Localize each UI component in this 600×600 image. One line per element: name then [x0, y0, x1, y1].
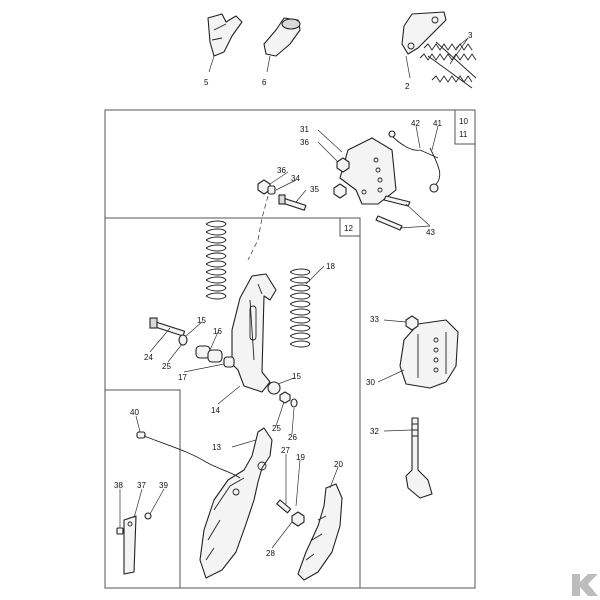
part-24-bolt [149, 317, 186, 337]
callout-3: 3 [468, 31, 473, 40]
part-39-rivet [144, 512, 152, 520]
callout-10: 10 [459, 117, 468, 126]
part-38-screw [116, 527, 124, 535]
part-40-cable [143, 435, 241, 479]
frame-label-box-12 [339, 217, 361, 237]
part-6-shoe-tip [263, 17, 301, 57]
part-35-bolt [278, 194, 307, 211]
callout-25-right: 25 [272, 424, 281, 433]
callout-36-lower: 36 [277, 166, 286, 175]
callout-25-left: 25 [162, 362, 171, 371]
frame-assembly-12 [104, 217, 361, 589]
callout-33: 33 [370, 315, 379, 324]
frame-label-box-10-11 [454, 109, 476, 145]
callout-2: 2 [405, 82, 410, 91]
callout-labels: 5 6 2 3 10 11 12 31 36 42 41 43 36 34 35… [114, 31, 473, 558]
part-31-bracket [339, 137, 397, 205]
section-frames [104, 109, 476, 589]
part-17-sleeve [223, 356, 235, 368]
callout-40: 40 [130, 408, 139, 417]
part-15-washer-lower [267, 381, 281, 395]
callout-18: 18 [326, 262, 335, 271]
callout-28: 28 [266, 549, 275, 558]
part-3-springs [419, 41, 477, 89]
callout-37: 37 [137, 481, 146, 490]
part-34-36-nut-washer [257, 179, 276, 195]
callout-27: 27 [281, 446, 290, 455]
callout-38: 38 [114, 481, 123, 490]
callout-19: 19 [296, 453, 305, 462]
callout-35: 35 [310, 185, 319, 194]
callout-14: 14 [211, 406, 220, 415]
callout-39: 39 [159, 481, 168, 490]
callout-6: 6 [262, 78, 267, 87]
part-27-19-bolt [276, 499, 292, 514]
part-41-pin [419, 147, 441, 193]
callout-16: 16 [213, 327, 222, 336]
part-25-26-nuts [279, 391, 298, 408]
callout-5: 5 [204, 78, 209, 87]
part-15-washer-upper [178, 334, 188, 346]
brand-logo [572, 574, 598, 596]
part-28-nut [291, 511, 305, 527]
callout-34: 34 [291, 174, 300, 183]
part-13-shoe [199, 427, 273, 579]
part-5-shoe-tip [207, 13, 243, 57]
callout-31: 31 [300, 125, 309, 134]
callout-43: 43 [426, 228, 435, 237]
callout-36-upper: 36 [300, 138, 309, 147]
callout-26: 26 [288, 433, 297, 442]
callout-20: 20 [334, 460, 343, 469]
part-20-wear-plate [297, 483, 343, 581]
part-33-nut [405, 315, 419, 331]
part-36-nut-upper [336, 157, 350, 173]
callout-15-lower: 15 [292, 372, 301, 381]
part-40-clip [136, 431, 146, 439]
part-14-shank [231, 273, 277, 393]
alignment-line-upper [247, 195, 269, 261]
part-32-hook-bolt [405, 417, 433, 499]
part-2-plate [401, 11, 447, 55]
brand-logo-mark [572, 574, 598, 596]
part-37-tag [123, 515, 137, 575]
frame-inner-shoe [105, 389, 181, 588]
part-36-nut-lower [333, 183, 347, 199]
part-42-lanyard [388, 130, 421, 151]
callout-30: 30 [366, 378, 375, 387]
callout-13: 13 [212, 443, 221, 452]
spring-upper-left [205, 220, 227, 300]
part-18-spring [289, 268, 311, 348]
callout-12: 12 [344, 224, 353, 233]
leader-lines [119, 37, 469, 549]
callout-15-upper: 15 [197, 316, 206, 325]
callout-17: 17 [178, 373, 187, 382]
callout-24: 24 [144, 353, 153, 362]
part-16-bushing [195, 345, 223, 363]
callout-42: 42 [411, 119, 420, 128]
callout-41: 41 [433, 119, 442, 128]
callout-11: 11 [459, 130, 468, 139]
callout-32: 32 [370, 427, 379, 436]
part-30-bracket [399, 319, 459, 389]
